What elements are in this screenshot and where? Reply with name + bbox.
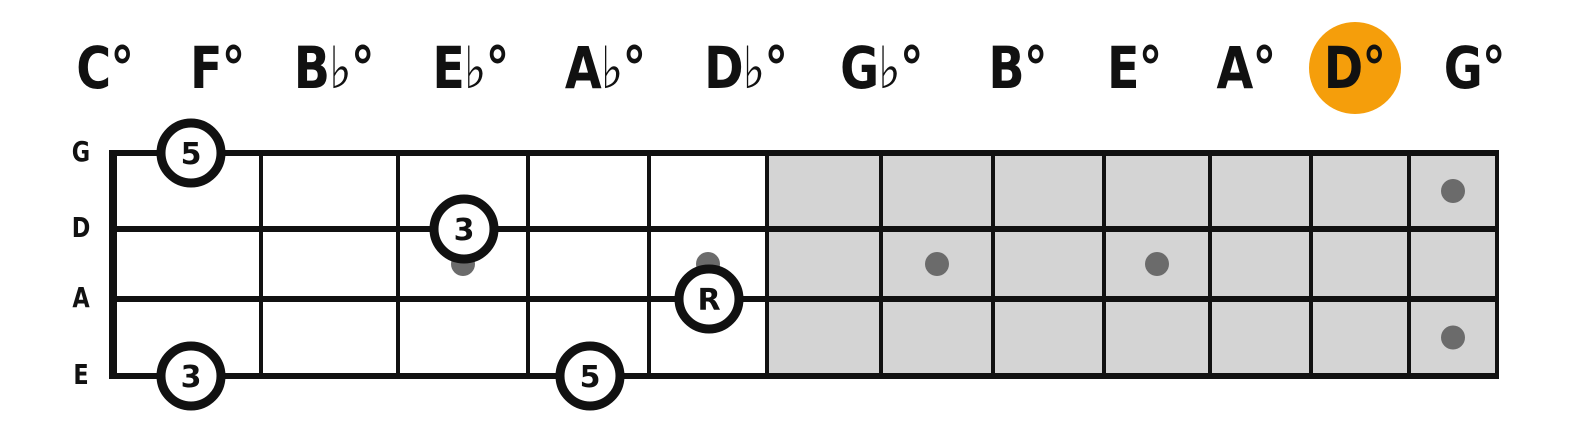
string-label-g: G: [71, 135, 91, 168]
chord-option-12[interactable]: G°: [1426, 22, 1522, 114]
chord-tone-marker: [156, 341, 226, 411]
chord-option-1[interactable]: C°: [57, 22, 153, 114]
string-label-e: E: [73, 358, 89, 391]
chord-option-label: B°: [988, 34, 1048, 102]
chord-option-label: G♭°: [839, 34, 924, 102]
chord-option-8[interactable]: B°: [970, 22, 1066, 114]
chord-option-label: B♭°: [294, 34, 375, 102]
chord-option-4[interactable]: E♭°: [422, 22, 518, 114]
position-marker-dot: [1441, 325, 1465, 350]
chord-tone-marker: [555, 341, 625, 411]
position-marker-dot: [1441, 179, 1465, 203]
chord-tone-marker: [429, 194, 499, 264]
chord-tone-label: 5: [580, 360, 601, 395]
shaded-fret-region: [767, 153, 1497, 376]
string-label-d: D: [71, 211, 91, 244]
chord-tone-label: 3: [181, 360, 202, 395]
chord-option-10[interactable]: A°: [1198, 22, 1294, 114]
chord-option-6[interactable]: D♭°: [698, 22, 794, 114]
chord-tone-label: 3: [454, 213, 475, 248]
chord-option-9[interactable]: E°: [1086, 22, 1182, 114]
chord-tone-marker: [156, 118, 226, 188]
string-label-a: A: [72, 281, 90, 314]
position-marker-dot: [1145, 252, 1169, 276]
chord-selector: C° F° B♭° E♭° A♭° D♭° G♭° B° E° A° D° G°: [0, 0, 1595, 130]
chord-option-label: F°: [189, 34, 245, 102]
chord-option-label: A°: [1216, 34, 1277, 102]
chord-option-label: G°: [1443, 34, 1505, 102]
chord-option-5[interactable]: A♭°: [557, 22, 653, 114]
chord-option-label: D♭°: [704, 34, 788, 102]
chord-tone-label: R: [697, 283, 720, 318]
chord-option-label: E♭°: [431, 34, 509, 102]
chord-option-label: A♭°: [564, 34, 646, 102]
chord-option-label: C°: [76, 34, 134, 102]
chord-option-7[interactable]: G♭°: [833, 22, 929, 114]
chord-option-label: E°: [1106, 34, 1162, 102]
position-marker-dot: [925, 252, 949, 276]
chord-tone-marker: [674, 264, 744, 334]
chord-option-2[interactable]: F°: [169, 22, 265, 114]
chord-option-label: D°: [1324, 34, 1386, 102]
chord-option-3[interactable]: B♭°: [286, 22, 382, 114]
chord-tone-label: 5: [181, 137, 202, 172]
chord-option-11[interactable]: D°: [1307, 22, 1403, 114]
